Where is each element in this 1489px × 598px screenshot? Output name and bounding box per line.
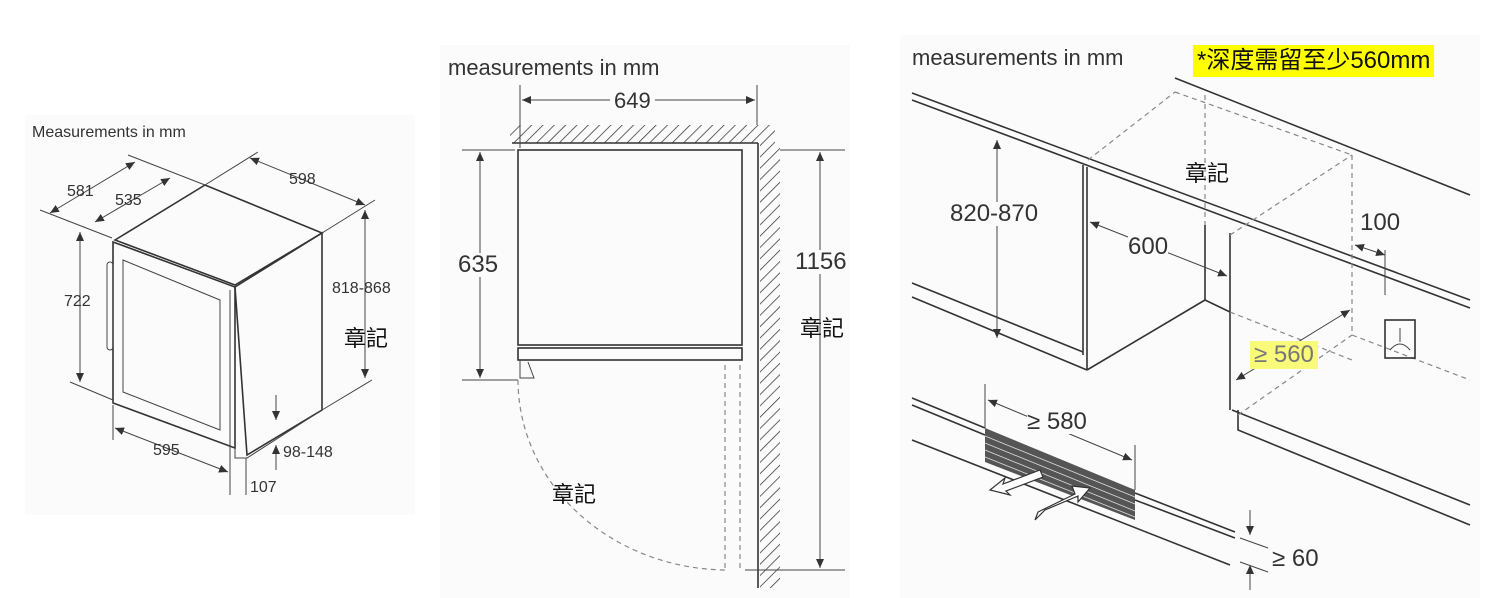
depth-note-highlight: *深度需留至少560mm <box>1193 45 1435 77</box>
dim-820-870: 820-870 <box>950 200 1039 227</box>
left-appliance-drawing <box>39 151 376 495</box>
dim-600: 600 <box>1128 233 1169 260</box>
dim-98-148: 98-148 <box>283 444 333 461</box>
middle-topview-drawing <box>462 85 845 588</box>
dim-595: 595 <box>153 442 180 459</box>
dim-min-560: ≥ 560 <box>1250 341 1318 369</box>
dim-635: 635 <box>458 251 499 278</box>
socket-icon <box>1384 319 1416 359</box>
dim-1156: 1156 <box>795 248 847 275</box>
dim-581: 581 <box>67 183 94 200</box>
airflow-out-arrow <box>988 469 1044 497</box>
dim-min-60: ≥ 60 <box>1272 545 1319 572</box>
middle-title: measurements in mm <box>448 55 660 80</box>
right-niche-drawing <box>911 77 1471 590</box>
left-title: Measurements in mm <box>32 124 186 141</box>
stamp-middle-right: 章記 <box>800 316 845 341</box>
dim-100: 100 <box>1360 209 1401 236</box>
dim-107: 107 <box>250 479 277 496</box>
dim-598: 598 <box>289 171 316 188</box>
dim-818-868: 818-868 <box>332 280 391 297</box>
dim-535: 535 <box>115 192 142 209</box>
door-handle <box>106 261 114 351</box>
right-title: measurements in mm <box>912 45 1124 70</box>
airflow-in-arrow <box>1034 485 1092 521</box>
vent-grille <box>985 428 1135 520</box>
stamp-left: 章記 <box>344 326 389 351</box>
dim-722: 722 <box>64 293 91 310</box>
dim-649: 649 <box>610 90 655 112</box>
dim-min-580: ≥ 580 <box>1027 408 1087 435</box>
stamp-middle-bottom: 章記 <box>552 482 597 507</box>
stamp-right: 章記 <box>1185 161 1230 186</box>
